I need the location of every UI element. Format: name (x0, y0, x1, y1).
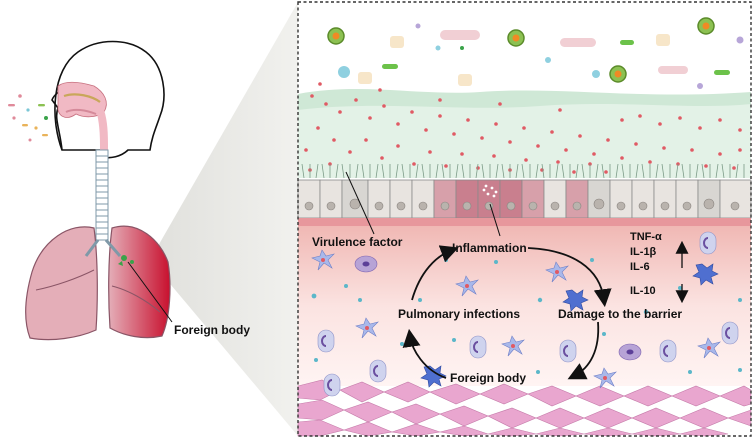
lungs-illustration (25, 225, 171, 341)
debris-particles (338, 23, 744, 95)
virus-particles (327, 17, 715, 83)
left-lung (108, 225, 171, 339)
zoom-panel-border (297, 1, 752, 437)
virulence-factor-pointer (345, 171, 375, 235)
pathogenesis-cycle-arrows (402, 245, 612, 380)
zoom-panel: Virulence factor Inflammation Damage to … (297, 1, 752, 437)
arrow-infections-to-inflammation (411, 245, 459, 301)
trachea (95, 149, 109, 241)
cytokine-il-6: IL-6 (630, 261, 650, 273)
inflammation-label: Inflammation (452, 241, 527, 255)
pulmonary-infections-label: Pulmonary infections (398, 307, 520, 321)
head-illustration (51, 40, 165, 159)
arrow-damage-to-foreign-body (567, 321, 600, 380)
foreign-body-cycle-label: Foreign body (450, 371, 526, 385)
arrow-inflammation-to-damage (527, 247, 612, 308)
zoom-cone (150, 2, 298, 436)
cilia (301, 163, 745, 179)
cytokine-il-10: IL-10 (630, 285, 656, 297)
epithelial-cells (297, 179, 752, 219)
damage-barrier-label: Damage to the barrier (558, 307, 682, 321)
damaged-cell-granules (482, 184, 498, 198)
airway-lumen (327, 17, 744, 95)
inhaled-particles (8, 94, 48, 142)
cytokine-tnf-alpha: TNF-α (630, 231, 662, 243)
arrow-foreign-body-to-infections (402, 328, 447, 379)
foreign-body-pointer (127, 261, 173, 323)
inflammation-pointer (489, 203, 501, 237)
immune-cells (311, 231, 739, 397)
virulence-factor-particles (304, 82, 742, 174)
foreign-body-left-label: Foreign body (174, 323, 250, 337)
cell-nuclei (304, 198, 740, 211)
virulence-factor-label: Virulence factor (312, 235, 403, 249)
connective-tissue-cells (297, 379, 752, 437)
cytokine-il-1-beta: IL-1β (630, 246, 657, 258)
cytokine-list: TNF-α IL-1β IL-6 IL-10 (630, 231, 689, 304)
basement-membrane (298, 218, 751, 226)
